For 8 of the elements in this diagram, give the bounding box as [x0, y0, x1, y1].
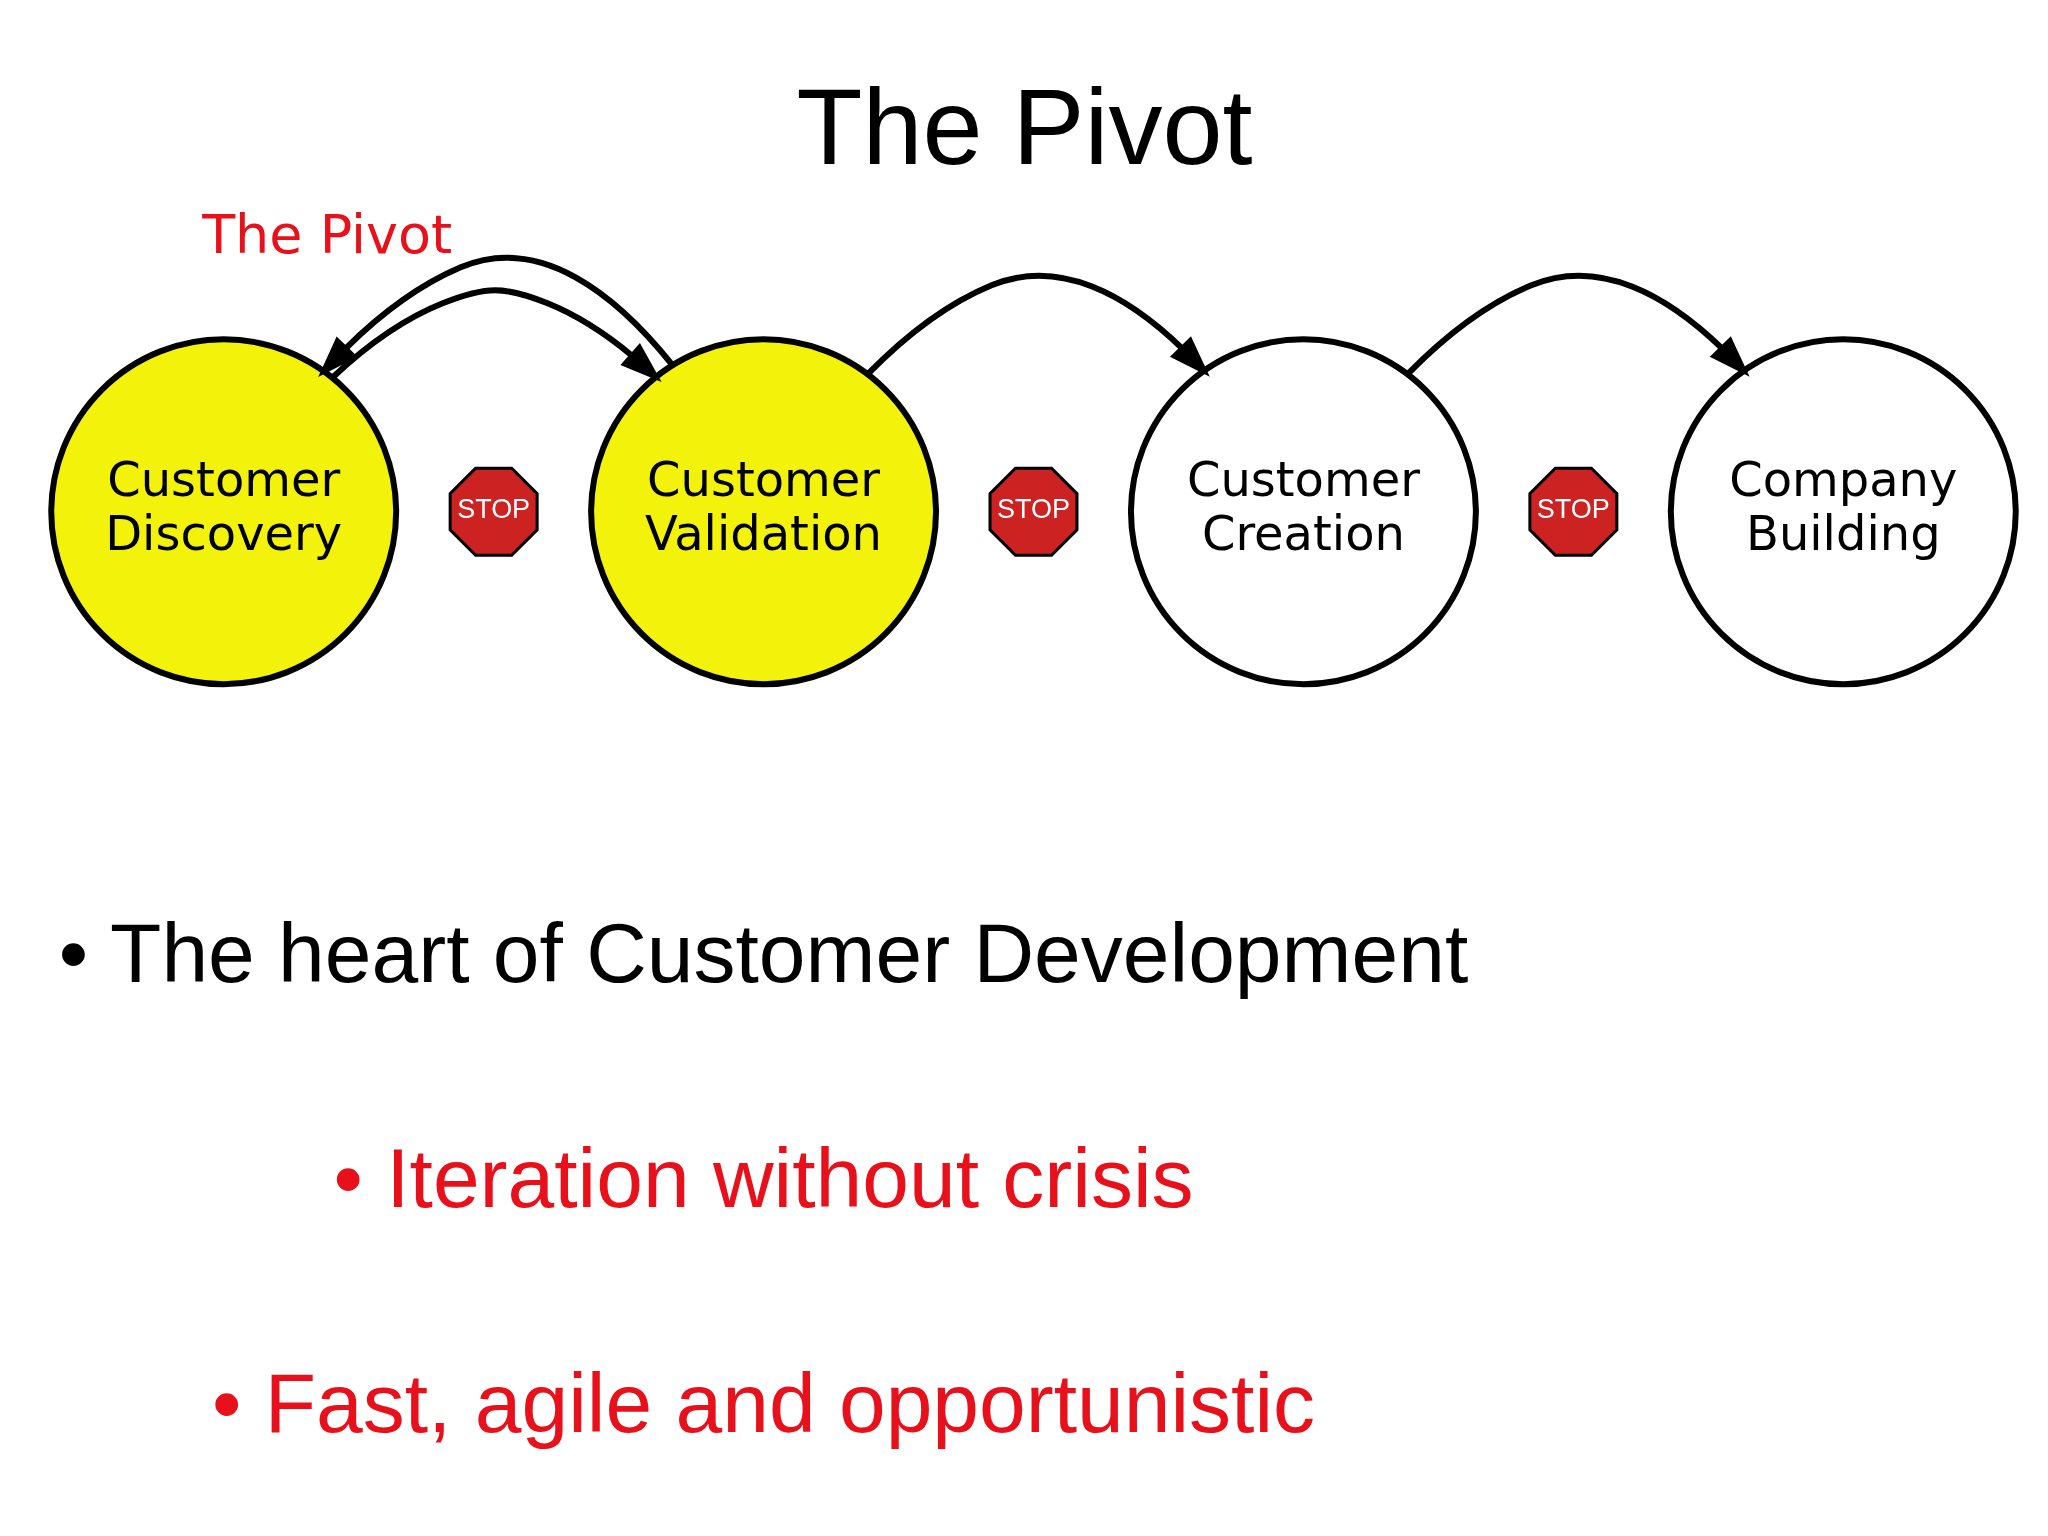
label: • Iteration without crisis [333, 1131, 1194, 1226]
label: • The heart of Customer Development [58, 906, 1468, 1001]
label: STOP [456, 494, 530, 525]
diagram-title: The Pivot [795, 66, 1253, 188]
edge-label: The Pivot [201, 203, 452, 267]
label: • Fast, agile and opportunistic [211, 1356, 1315, 1451]
label: STOP [996, 494, 1070, 525]
label: STOP [1536, 494, 1610, 525]
